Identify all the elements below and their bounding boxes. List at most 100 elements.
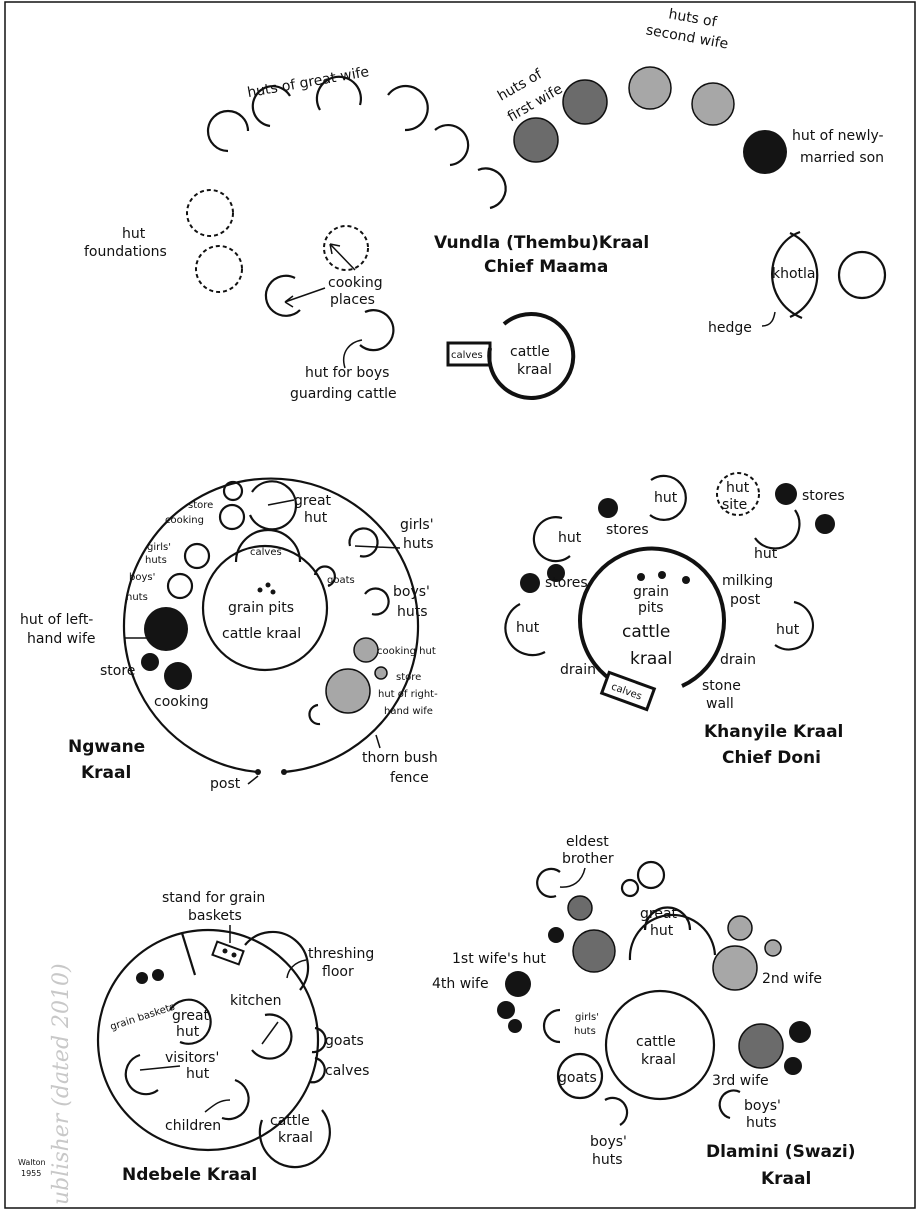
- khanyile-calves-pen: [599, 670, 657, 712]
- ngwane-post-right: [281, 769, 287, 775]
- dlamini-grey-hut-small: [727, 915, 753, 941]
- label-drain-left: drain: [560, 662, 596, 678]
- ngwane-post-left: [255, 769, 261, 775]
- boys-hut-arrow: [343, 339, 363, 369]
- label-khotla: khotla: [772, 266, 816, 282]
- threshing-arrow: [286, 959, 307, 979]
- label-khanyile-grain-2: pits: [638, 600, 664, 616]
- ngwane-girls-arrow: [354, 545, 401, 549]
- label-ngwane-boys-left-2: huts: [126, 592, 148, 603]
- label-khanyile-grain-1: grain: [633, 584, 669, 600]
- ngwane-calves-pen: [234, 528, 302, 563]
- newly-married-son-hut: [743, 130, 787, 174]
- label-khanyile-stores-right: stores: [802, 488, 845, 504]
- label-visitors-2: hut: [186, 1066, 210, 1082]
- dlamini-first-wife-hut: [572, 929, 616, 973]
- dlamini-store-1: [548, 927, 564, 943]
- ngwane-cooking-bottom: [164, 662, 192, 690]
- ngwane-kraal: grain pits cattle kraal store cooking gr…: [20, 477, 438, 792]
- label-vundla-calves: calves: [451, 350, 483, 361]
- khanyile-title-2: Chief Doni: [722, 748, 821, 768]
- label-ndebele-cattle-2: kraal: [278, 1130, 313, 1146]
- label-children: children: [165, 1118, 221, 1134]
- vundla-kraal: huts of great wife huts of first wife hu…: [84, 6, 887, 402]
- label-ngwane-great: great: [294, 493, 332, 509]
- label-dlamini-goats: goats: [558, 1070, 597, 1086]
- ngwane-store-right: [374, 666, 388, 680]
- label-ngwane-post: post: [210, 776, 241, 792]
- khotla-hedge: [789, 231, 819, 319]
- ndebele-cattle-kraal: [258, 1109, 331, 1169]
- khanyile-grain-pit-1: [637, 573, 645, 581]
- label-newly-married-1: hut of newly-: [792, 128, 884, 144]
- khanyile-title-1: Khanyile Kraal: [704, 722, 843, 742]
- ngwane-thorn-fence: [122, 477, 420, 774]
- khanyile-store-right-2: [815, 514, 835, 534]
- ngwane-great-hut: [248, 480, 297, 531]
- khanyile-grain-pit-2: [658, 571, 666, 579]
- dlamini-third-wife-hut: [738, 1023, 784, 1069]
- label-ngwane-boys-right-2: huts: [397, 604, 428, 620]
- ngwane-girls-hut-left: [183, 542, 211, 570]
- label-dlamini-boys-right-2: huts: [746, 1115, 777, 1131]
- label-ngwane-calves: calves: [250, 547, 282, 558]
- ngwane-title-1: Ngwane: [68, 737, 145, 757]
- khanyile-grain-pit-3: [682, 576, 690, 584]
- ndebele-kraal: stand for grain baskets threshing floor …: [18, 890, 374, 1185]
- visitors-arrow: [139, 1065, 181, 1071]
- label-ngwane-boys-left-1: boys': [129, 572, 155, 583]
- watermark-text: ublisher (dated 2010): [49, 963, 74, 1205]
- label-cooking-places-1: cooking: [328, 275, 383, 291]
- label-khanyile-hut-left: hut: [558, 530, 582, 546]
- label-hut-foundations-2: foundations: [84, 244, 167, 260]
- label-ndebele-goats: goats: [325, 1033, 364, 1049]
- label-khanyile-hut-right: hut: [754, 546, 778, 562]
- ndebele-kraal-enclosure: [96, 928, 320, 1152]
- dlamini-kraal: eldest brother great hut 1st wife's hut …: [432, 834, 855, 1189]
- dlamini-grey-hut-top: [567, 895, 593, 921]
- khanyile-hut-lower-left: [504, 603, 546, 657]
- label-visitors-1: visitors': [165, 1050, 219, 1066]
- vundla-cattle-kraal: [487, 312, 576, 400]
- label-grain-baskets: grain baskets: [109, 1002, 176, 1033]
- khanyile-hut-top: [649, 474, 687, 521]
- label-newly-married-2: married son: [800, 150, 884, 166]
- label-hut-site-2: site: [722, 497, 747, 513]
- boys-guard-hut: [359, 309, 395, 352]
- ndebele-title: Ndebele Kraal: [122, 1165, 257, 1185]
- dlamini-great-hut-inner: [643, 906, 692, 931]
- label-ngwane-grain-pits: grain pits: [228, 600, 294, 616]
- great-wife-hut-2: [251, 85, 291, 128]
- label-khanyile-stores-top: stores: [606, 522, 649, 538]
- ndebele-basket-2: [152, 969, 164, 981]
- signature-name: Walton: [18, 1158, 46, 1167]
- label-thorn-1: thorn bush: [362, 750, 438, 766]
- dlamini-fourth-wife-hut: [505, 971, 531, 997]
- dlamini-small-hut-2: [636, 860, 666, 890]
- label-dlamini-boys-right-1: boys': [744, 1098, 781, 1114]
- ndebele-great-hut: [169, 998, 212, 1045]
- great-wife-hut-1: [206, 109, 250, 153]
- cooking-place-1: [323, 225, 369, 271]
- ngwane-grain-pit-2: [265, 582, 271, 588]
- label-eldest-2: brother: [562, 851, 614, 867]
- signature-year: 1955: [21, 1169, 41, 1178]
- label-khanyile-hut-lower-right: hut: [776, 622, 800, 638]
- ngwane-boys-hut-right: [364, 587, 390, 616]
- ngwane-grain-pit-3: [270, 589, 276, 595]
- label-first-wife: 1st wife's hut: [452, 951, 546, 967]
- ngwane-left-wife-hut: [144, 607, 188, 651]
- cooking-arrow-1: [329, 243, 356, 271]
- dlamini-boys-hut-right: [718, 1089, 741, 1120]
- label-ngwane-boys-right-1: boys': [393, 584, 430, 600]
- dlamini-store-5: [784, 1057, 802, 1075]
- khanyile-hut-site: [716, 472, 760, 516]
- ngwane-grain-pit-1: [257, 587, 263, 593]
- eldest-arrow: [559, 867, 586, 888]
- label-ndebele-great-2: hut: [176, 1024, 200, 1040]
- label-second-wife: 2nd wife: [762, 971, 822, 987]
- hut-foundation-1: [186, 189, 234, 237]
- label-ngwane-store: store: [188, 500, 213, 511]
- hedge-arrow: [761, 311, 776, 327]
- label-ndebele-calves: calves: [325, 1063, 369, 1079]
